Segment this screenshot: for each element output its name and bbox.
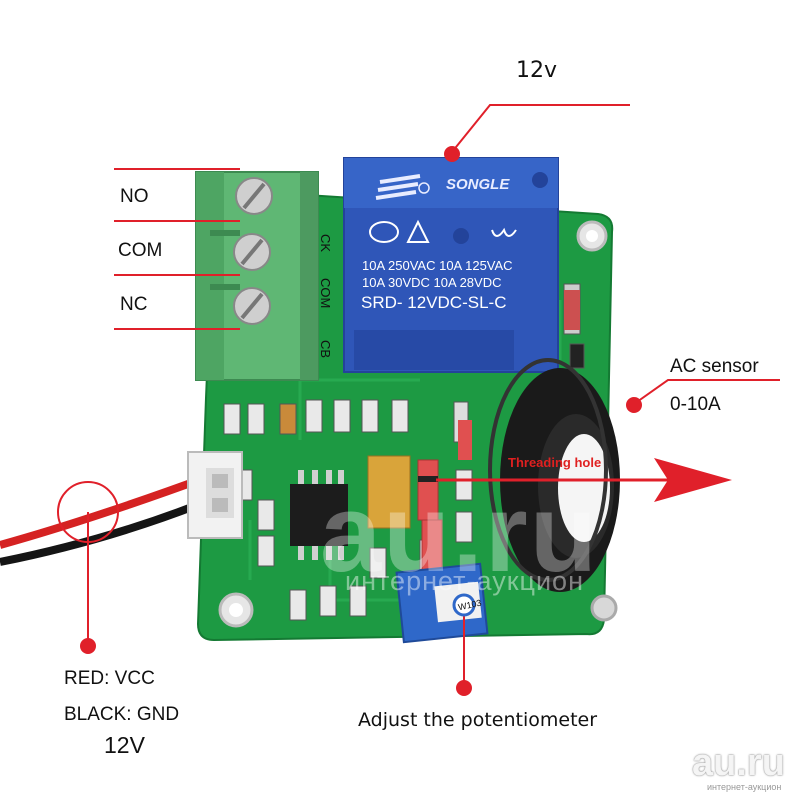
red-wire-label: RED: VCC (64, 668, 155, 689)
ac-range-label: 0-10A (670, 394, 721, 415)
jst-connector (187, 451, 243, 539)
callout-lines (57, 104, 780, 688)
smd-components (223, 283, 585, 621)
supply-voltage-label: 12V (104, 732, 145, 758)
com-terminal-label: COM (118, 240, 163, 261)
relay-model: SRD- 12VDC-SL-C (361, 293, 507, 312)
mounting-holes (218, 220, 618, 628)
watermark-tagline: интернет-аукцион (345, 566, 584, 596)
relay-brand: SONGLE (446, 176, 510, 193)
pin-label-cb: CB (318, 340, 333, 359)
op-amp-chip (290, 470, 348, 560)
power-wires (0, 472, 212, 566)
callout-dots (80, 146, 642, 696)
no-terminal-label: NO (120, 186, 149, 207)
black-wire-label: BLACK: GND (64, 704, 180, 725)
pin-label-com: COM (318, 278, 333, 309)
relay-spec-ac: 10A 250VAC 10A 125VAC (362, 258, 513, 273)
potentiometer-label: Adjust the potentiometer (358, 709, 598, 731)
tantalum-capacitor (367, 455, 411, 529)
relay (343, 157, 559, 373)
pin-label-ck: CK (318, 234, 333, 253)
terminal-block (195, 171, 319, 381)
relay-spec-dc: 10A 30VDC 10A 28VDC (362, 275, 502, 290)
threading-hole-label: Threading hole (508, 455, 602, 470)
nc-terminal-label: NC (120, 294, 148, 315)
corner-watermark-tagline: интернет-аукцион (707, 782, 782, 792)
ac-sensor-label: AC sensor (670, 356, 759, 377)
relay-voltage-label: 12v (516, 58, 558, 83)
diodes (417, 290, 580, 571)
watermark-brand: au.ru (320, 472, 599, 595)
corner-watermark-brand: au.ru (692, 742, 785, 784)
threading-arrow (654, 458, 732, 502)
